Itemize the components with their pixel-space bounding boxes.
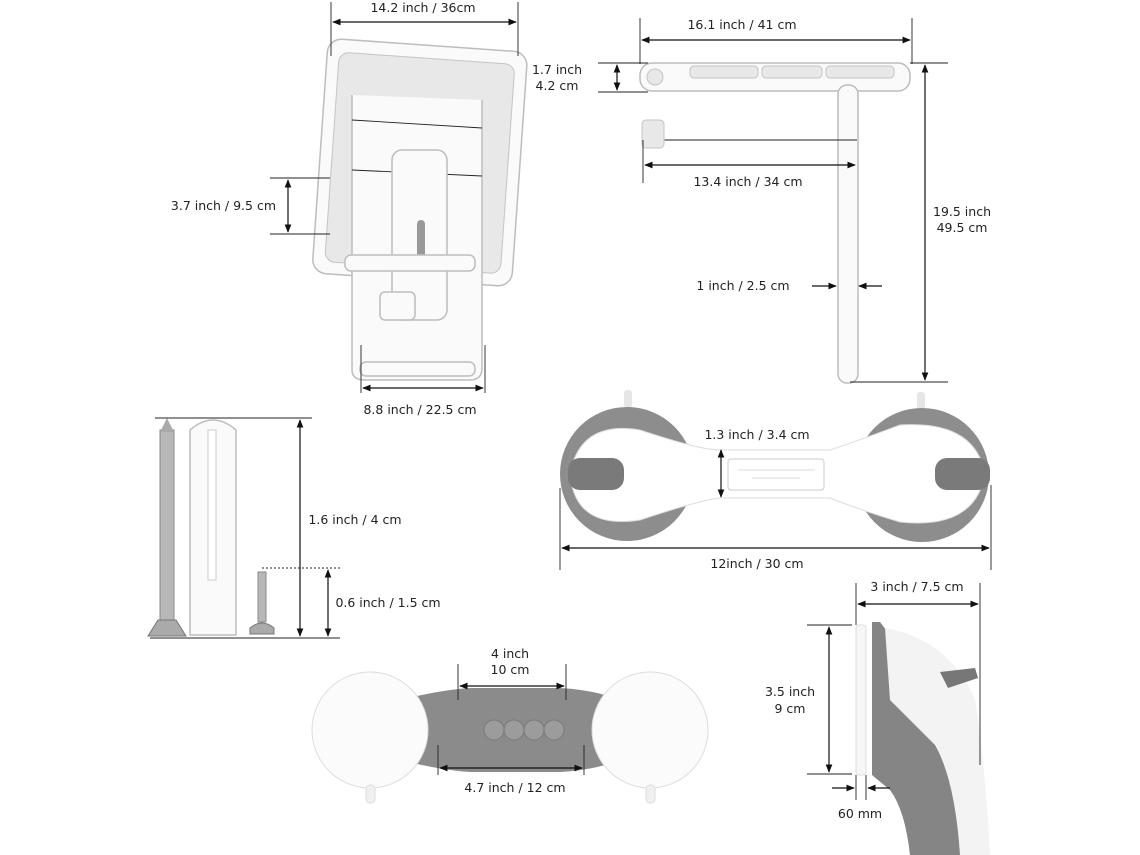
seat-thickness-cm: 4.2 cm bbox=[536, 78, 579, 93]
grab-bar-side-view bbox=[855, 622, 990, 855]
gap-label: 60 mm bbox=[838, 806, 882, 821]
seat-thickness-inch: 1.7 inch bbox=[532, 62, 582, 77]
base-width-label: 8.8 inch / 22.5 cm bbox=[363, 402, 476, 417]
seat-width-dimension: 14.2 inch / 36cm bbox=[330, 0, 519, 56]
seat-height-inch: 19.5 inch bbox=[933, 204, 991, 219]
gap-dimension: 60 mm bbox=[832, 775, 890, 821]
grab-bar-bottom-view bbox=[311, 671, 709, 804]
shower-seat-front-view bbox=[312, 38, 528, 381]
seat-length-label: 16.1 inch / 41 cm bbox=[687, 17, 796, 32]
grip-height-dimension: 1.3 inch / 3.4 cm bbox=[704, 427, 810, 498]
frame-length-dimension: 13.4 inch / 34 cm bbox=[642, 140, 856, 189]
seat-width-label: 14.2 inch / 36cm bbox=[370, 0, 475, 15]
seat-thickness-dimension: 1.7 inch 4.2 cm bbox=[532, 62, 648, 93]
grab-bar-top-view bbox=[560, 390, 990, 542]
seat-depth-dimension: 3.7 inch / 9.5 cm bbox=[171, 177, 330, 235]
side-depth-label: 3 inch / 7.5 cm bbox=[870, 579, 963, 594]
handle-length-dimension: 4.7 inch / 12 cm bbox=[437, 745, 585, 795]
cup-cm-label: 9 cm bbox=[775, 701, 806, 716]
total-length-dimension: 12inch / 30 cm bbox=[559, 485, 992, 571]
side-depth-dimension: 3 inch / 7.5 cm bbox=[855, 579, 981, 765]
seat-depth-label: 3.7 inch / 9.5 cm bbox=[171, 198, 276, 213]
small-screw-label: 0.6 inch / 1.5 cm bbox=[335, 595, 440, 610]
grip-height-label: 1.3 inch / 3.4 cm bbox=[704, 427, 809, 442]
anchor-length-label: 1.6 inch / 4 cm bbox=[308, 512, 401, 527]
screw-and-anchor bbox=[147, 418, 275, 637]
base-width-dimension: 8.8 inch / 22.5 cm bbox=[360, 345, 486, 417]
small-screw-dimension: 0.6 inch / 1.5 cm bbox=[262, 567, 441, 637]
seat-height-cm: 49.5 cm bbox=[937, 220, 988, 235]
cup-diameter-dimension: 3.5 inch 9 cm bbox=[765, 624, 852, 775]
seat-height-dimension: 19.5 inch 49.5 cm bbox=[850, 62, 991, 383]
handle-length-label: 4.7 inch / 12 cm bbox=[464, 780, 565, 795]
cup-inch-label: 3.5 inch bbox=[765, 684, 815, 699]
total-length-label: 12inch / 30 cm bbox=[710, 556, 803, 571]
grip-cm-label: 10 cm bbox=[491, 662, 530, 677]
frame-length-label: 13.4 inch / 34 cm bbox=[693, 174, 802, 189]
grip-length-dimension: 4 inch 10 cm bbox=[457, 646, 567, 700]
anchor-length-dimension: 1.6 inch / 4 cm bbox=[150, 417, 402, 639]
leg-width-dimension: 1 inch / 2.5 cm bbox=[696, 278, 882, 293]
shower-seat-side-view bbox=[639, 62, 911, 384]
grip-inch-label: 4 inch bbox=[491, 646, 529, 661]
leg-width-label: 1 inch / 2.5 cm bbox=[696, 278, 789, 293]
seat-length-dimension: 16.1 inch / 41 cm bbox=[639, 17, 913, 64]
